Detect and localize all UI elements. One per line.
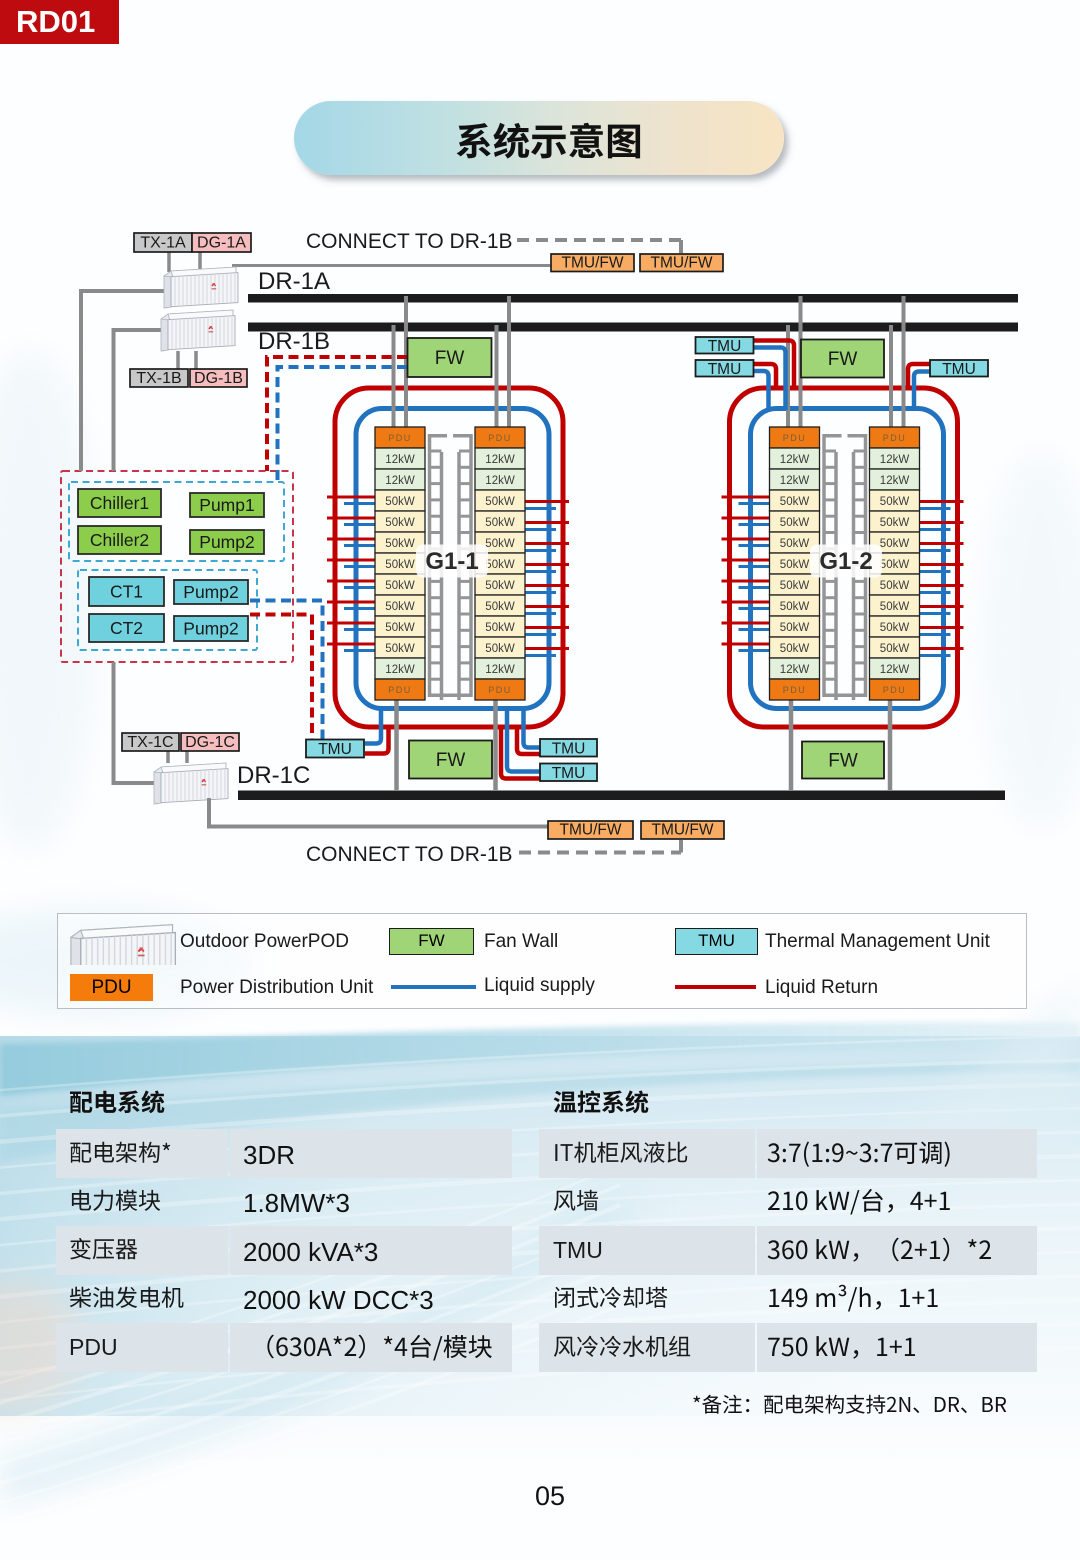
svg-text:TX-1C: TX-1C bbox=[127, 734, 173, 751]
svg-text:TMU: TMU bbox=[552, 740, 586, 757]
svg-text:TMU/FW: TMU/FW bbox=[560, 822, 622, 839]
svg-text:DR-1A: DR-1A bbox=[258, 268, 330, 295]
svg-text:TMU: TMU bbox=[708, 361, 742, 378]
svg-text:TMU: TMU bbox=[318, 741, 352, 758]
svg-text:TMU: TMU bbox=[708, 338, 742, 355]
svg-text:TMU: TMU bbox=[552, 765, 586, 782]
svg-text:FW: FW bbox=[828, 349, 858, 370]
svg-text:FW: FW bbox=[828, 751, 858, 772]
svg-text:DG-1C: DG-1C bbox=[185, 734, 235, 751]
svg-text:TX-1B: TX-1B bbox=[136, 370, 181, 387]
svg-text:CT1: CT1 bbox=[110, 582, 143, 602]
svg-text:Pump2: Pump2 bbox=[183, 582, 238, 602]
svg-text:Pump1: Pump1 bbox=[199, 495, 254, 515]
svg-text:G1-2: G1-2 bbox=[819, 548, 872, 575]
svg-text:DG-1A: DG-1A bbox=[197, 235, 246, 252]
svg-text:G1-1: G1-1 bbox=[425, 548, 478, 575]
svg-text:TMU/FW: TMU/FW bbox=[652, 822, 714, 839]
svg-text:TMU/FW: TMU/FW bbox=[651, 255, 713, 272]
svg-text:DG-1B: DG-1B bbox=[194, 370, 243, 387]
svg-text:CONNECT TO DR-1B: CONNECT TO DR-1B bbox=[306, 230, 513, 253]
svg-text:CONNECT TO DR-1B: CONNECT TO DR-1B bbox=[306, 843, 513, 866]
svg-text:Pump2: Pump2 bbox=[183, 619, 238, 639]
svg-text:Pump2: Pump2 bbox=[199, 532, 254, 552]
svg-text:DR-1B: DR-1B bbox=[258, 328, 330, 355]
svg-text:CT2: CT2 bbox=[110, 618, 143, 638]
svg-text:TMU: TMU bbox=[942, 361, 976, 378]
svg-text:Chiller2: Chiller2 bbox=[90, 530, 149, 550]
svg-text:TMU/FW: TMU/FW bbox=[562, 255, 624, 272]
svg-text:FW: FW bbox=[436, 750, 466, 771]
svg-text:TX-1A: TX-1A bbox=[140, 235, 186, 252]
svg-text:FW: FW bbox=[435, 348, 465, 369]
svg-text:DR-1C: DR-1C bbox=[237, 762, 310, 789]
svg-text:Chiller1: Chiller1 bbox=[90, 493, 149, 513]
